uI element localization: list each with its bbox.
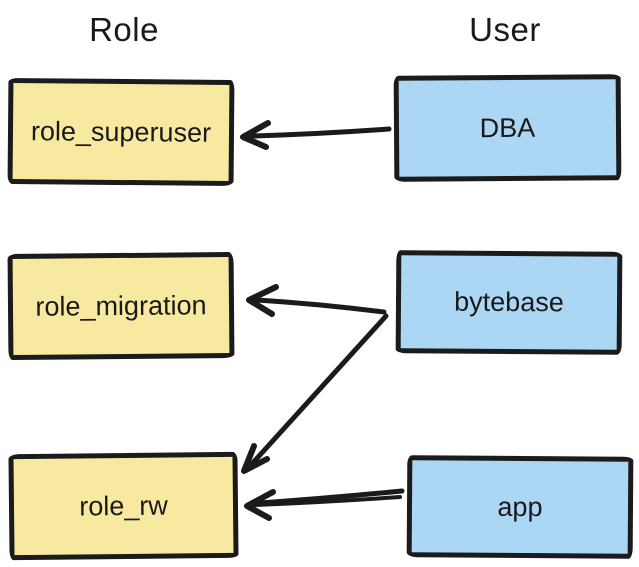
node-user-app-label: app (497, 491, 543, 522)
user-column-title: User (469, 11, 541, 48)
node-user-dba-label: DBA (479, 112, 536, 143)
node-role-migration-label: role_migration (35, 289, 207, 322)
node-role-superuser: role_superuser (7, 78, 235, 186)
node-user-bytebase: bytebase (395, 250, 623, 355)
node-user-bytebase-label: bytebase (454, 286, 564, 318)
arrow-app-to-role-rw (244, 488, 405, 521)
role-column-title: Role (89, 11, 159, 48)
node-role-rw: role_rw (8, 451, 239, 561)
node-user-app: app (406, 455, 634, 559)
arrow-bytebase-to-role-migration (246, 284, 387, 317)
node-role-rw-label: role_rw (79, 490, 168, 521)
node-user-dba: DBA (393, 74, 622, 182)
node-role-superuser-label: role_superuser (30, 115, 212, 148)
arrow-bytebase-to-role-rw (241, 313, 389, 474)
node-role-migration: role_migration (7, 252, 235, 360)
arrow-dba-to-role-superuser (240, 120, 392, 150)
